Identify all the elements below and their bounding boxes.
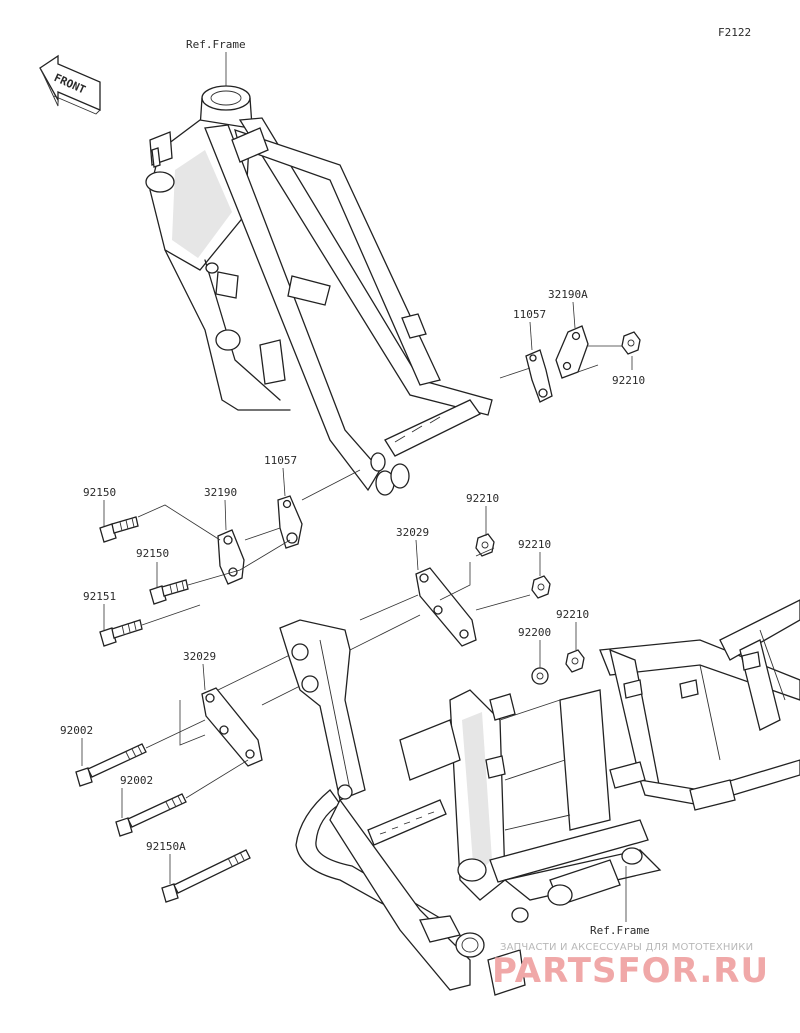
ref-frame-label-bottom: Ref.Frame <box>590 924 650 937</box>
leader-32190A <box>572 301 576 329</box>
part-label-32190[interactable]: 32190 <box>204 486 237 499</box>
bolt-92150A <box>161 849 251 903</box>
lower-frame <box>279 599 800 996</box>
center-mount-plate <box>349 533 585 685</box>
watermark: ЗАПЧАСТИ И АКСЕССУАРЫ ДЛЯ МОТОТЕХНИКИ PA… <box>492 942 769 991</box>
part-label-92150A[interactable]: 92150A <box>146 840 186 853</box>
upper-frame <box>145 85 493 496</box>
part-label-92210-a[interactable]: 92210 <box>466 492 499 505</box>
bolt-92002-a <box>75 743 147 787</box>
leader-32190 <box>224 499 227 531</box>
leader-32029-mid <box>415 539 419 571</box>
part-label-92002-b[interactable]: 92002 <box>120 774 153 787</box>
bolt-92002-b <box>115 793 187 837</box>
mid-mount-bracket <box>99 469 361 647</box>
lower-mount-plate <box>75 651 309 903</box>
ref-frame-label-top: Ref.Frame <box>186 38 246 51</box>
watermark-brand: PARTSFOR.RU <box>492 951 769 991</box>
part-label-92151[interactable]: 92151 <box>83 590 116 603</box>
part-label-92150-a[interactable]: 92150 <box>83 486 116 499</box>
leader-11057-top <box>529 321 533 351</box>
part-label-11057-mid[interactable]: 11057 <box>264 454 297 467</box>
part-label-32029-low[interactable]: 32029 <box>183 650 216 663</box>
part-label-32190A[interactable]: 32190A <box>548 288 588 301</box>
watermark-tagline: ЗАПЧАСТИ И АКСЕССУАРЫ ДЛЯ МОТОТЕХНИКИ <box>500 942 753 953</box>
front-arrow-icon: FRONT <box>39 54 101 115</box>
upper-right-mount-bracket <box>499 325 641 403</box>
part-label-92210-c[interactable]: 92210 <box>556 608 589 621</box>
leader-11057-mid <box>282 467 286 497</box>
part-label-92002-a[interactable]: 92002 <box>60 724 93 737</box>
diagram-id: F2122 <box>718 26 751 39</box>
leader-32029-low <box>202 663 206 691</box>
bolt-92150-a <box>99 516 139 543</box>
part-label-11057-top[interactable]: 11057 <box>513 308 546 321</box>
bolt-92150-b <box>149 579 189 605</box>
part-label-32029-mid[interactable]: 32029 <box>396 526 429 539</box>
part-label-92210-top[interactable]: 92210 <box>612 374 645 387</box>
part-label-92210-b[interactable]: 92210 <box>518 538 551 551</box>
part-label-92200[interactable]: 92200 <box>518 626 551 639</box>
bolt-92151 <box>99 619 143 647</box>
part-label-92150-b[interactable]: 92150 <box>136 547 169 560</box>
